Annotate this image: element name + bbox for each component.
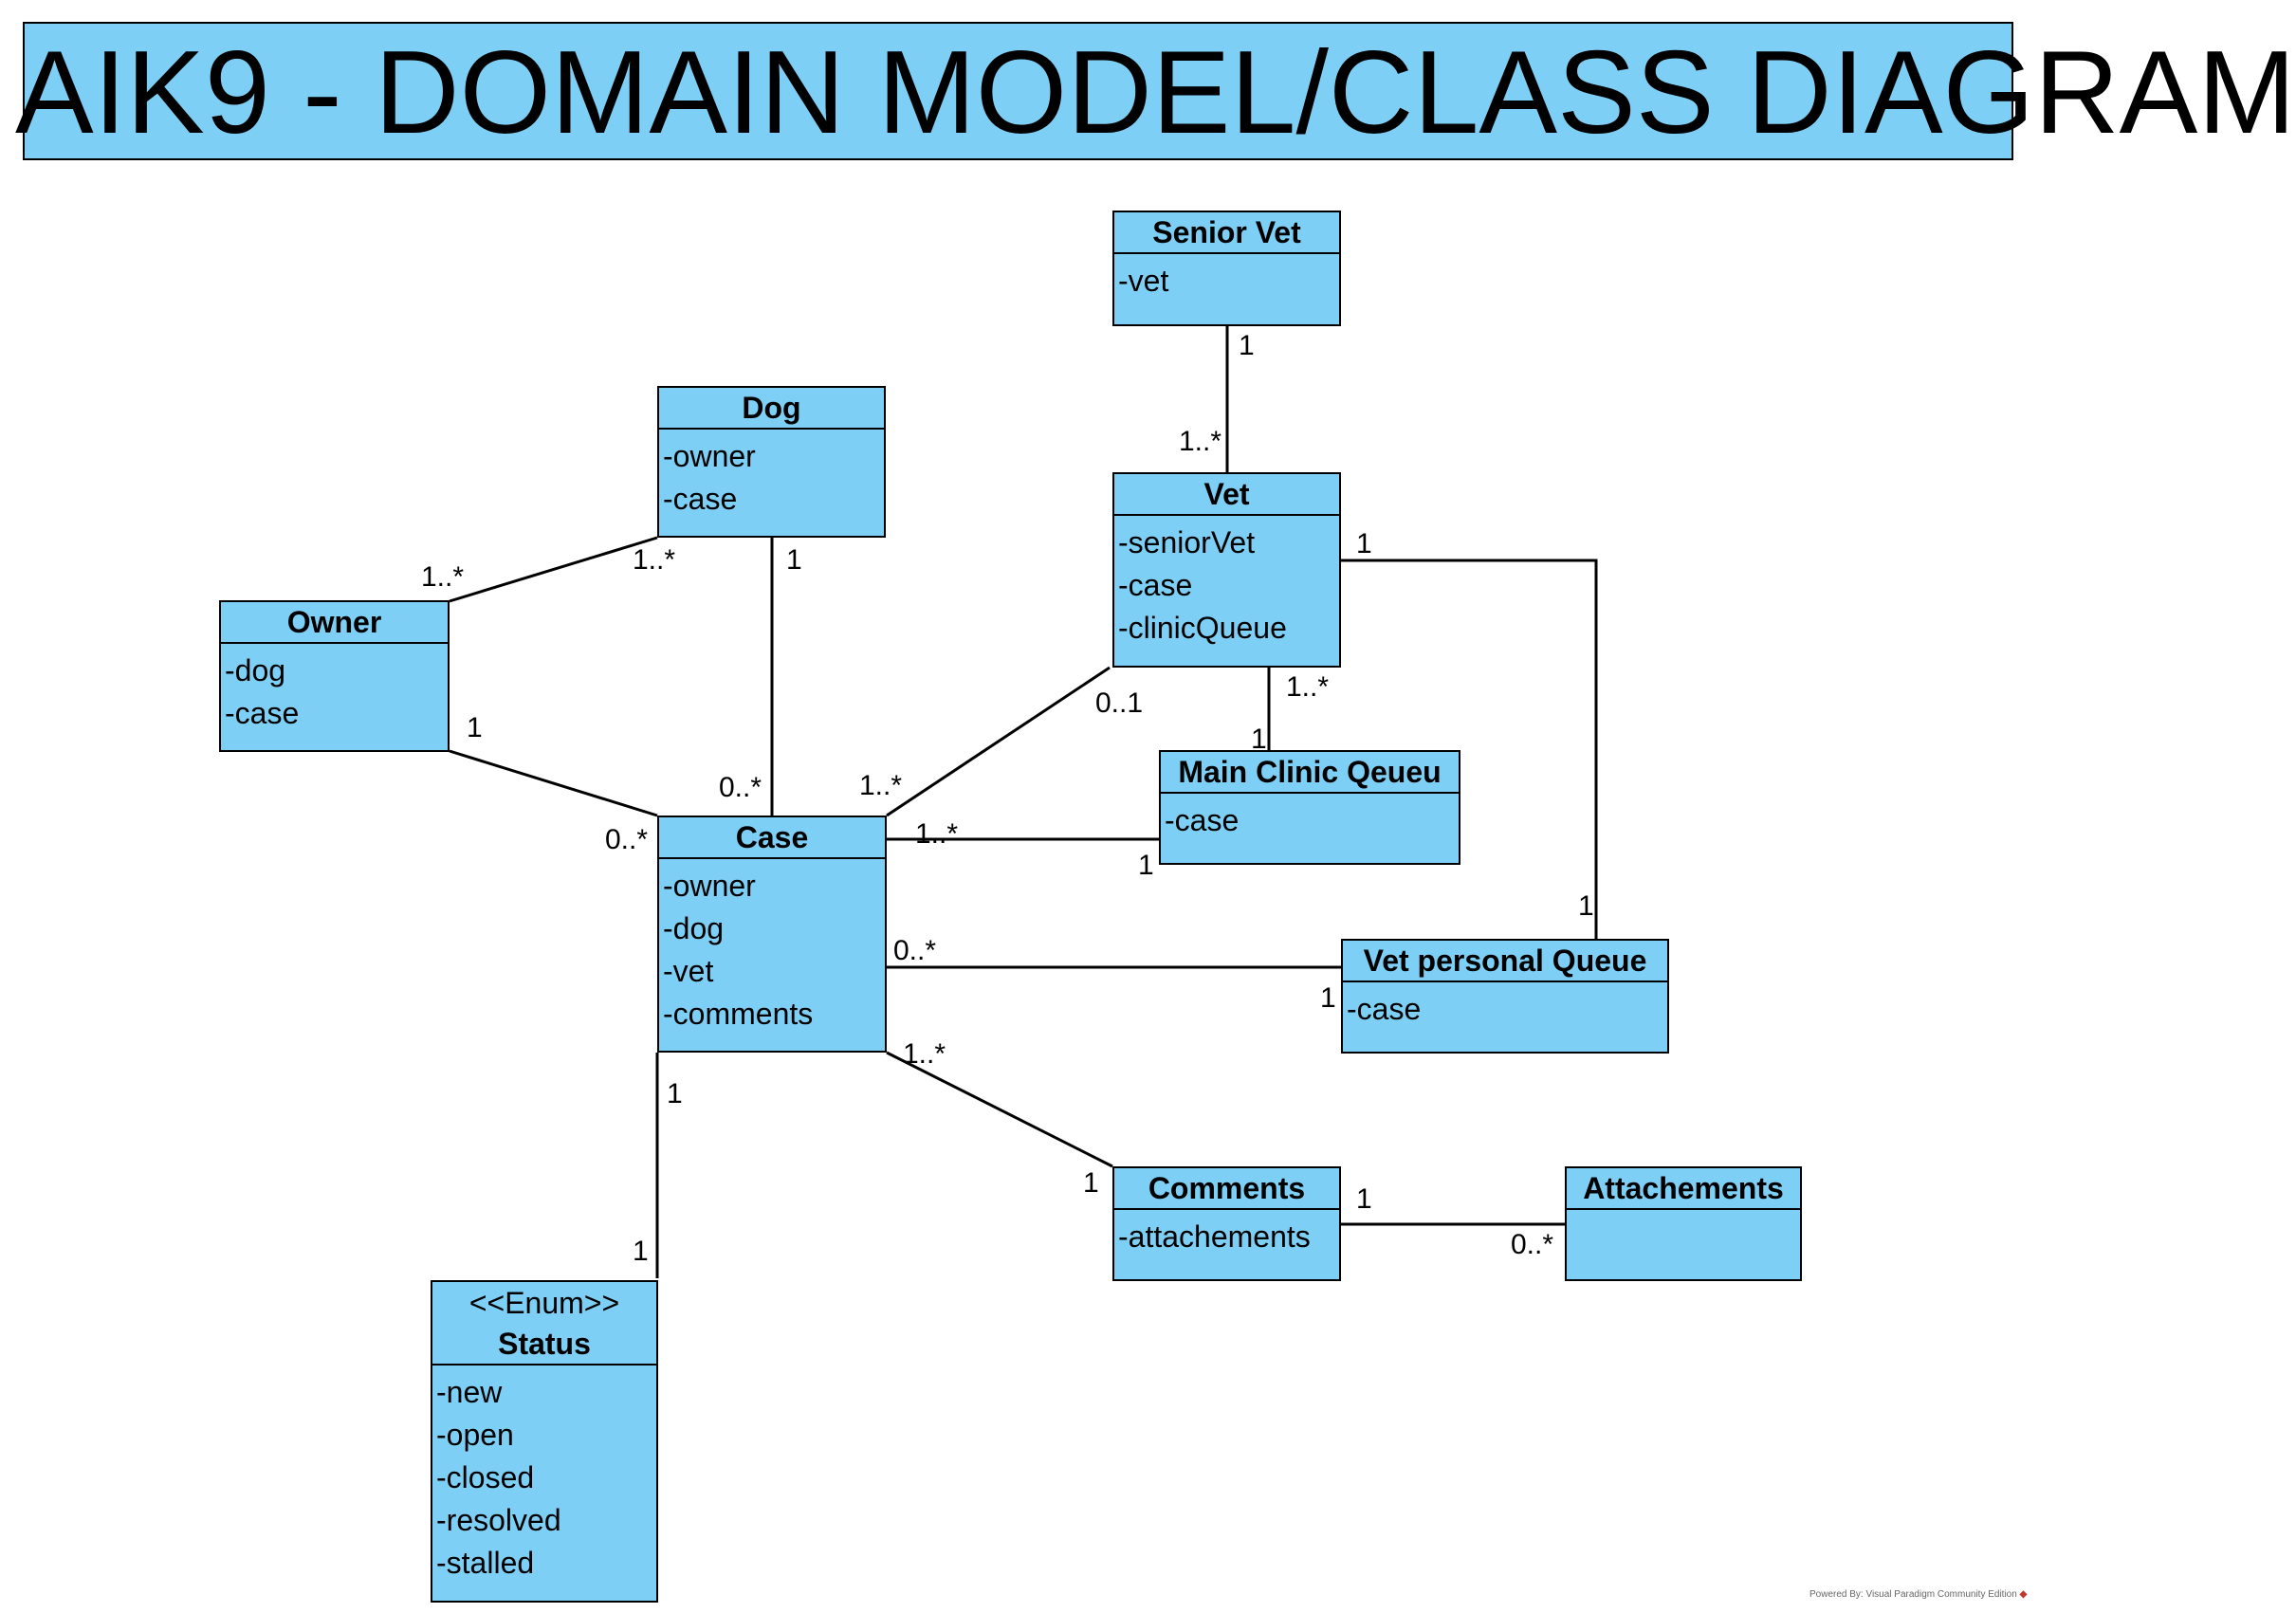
class-attribute: -comments [663,997,814,1031]
mult-case-end-personalqueue: 0..* [893,935,937,966]
class-attribute: -owner [663,439,756,473]
class-attribute: -seniorVet [1118,525,1256,559]
class-name: Main Clinic Qeueu [1161,752,1459,794]
enum-literal: -stalled [436,1546,535,1580]
assoc-vet-case [886,666,1111,817]
mult-attachements-end-comments: 0..* [1511,1229,1554,1260]
enum-literal: -resolved [436,1503,561,1537]
enum-stereotype: <<Enum>> [468,1286,620,1320]
mult-mainqueue-end-vet: 1 [1251,724,1267,755]
class-name: Case [659,817,885,859]
class-main-clinic-queue[interactable]: Main Clinic Qeueu -case [1159,750,1460,865]
mult-status-end-case: 1 [633,1236,649,1267]
mult-comments-end-attachements: 1 [1356,1183,1372,1215]
diagram-title: AIK9 - DOMAIN MODEL/CLASS DIAGRAM [15,27,2296,158]
class-owner[interactable]: Owner -dog -case [219,600,450,752]
mult-case-end-mainqueue: 1..* [915,818,959,850]
mult-case-end-status: 1 [667,1078,683,1109]
enum-literal: -new [436,1375,503,1409]
class-attribute: -attachements [1118,1219,1311,1254]
enum-literal: -open [436,1418,514,1452]
assoc-case-comments [886,1051,1113,1168]
class-name: Owner [221,602,448,644]
mult-vet-end-personalqueue: 1 [1356,528,1372,559]
class-attribute: -vet [663,954,714,988]
mult-dog-end-case: 1 [786,544,802,576]
association-lines [449,326,1598,1278]
class-name-block: <<Enum>> Status [432,1282,656,1366]
footer-text: Powered By: Visual Paradigm Community Ed… [1809,1589,2017,1600]
assoc-owner-case [449,749,658,817]
diagram-title-box: AIK9 - DOMAIN MODEL/CLASS DIAGRAM [15,22,2296,160]
powered-by-footer: Powered By: Visual Paradigm Community Ed… [1809,1589,2027,1600]
class-vet-personal-queue[interactable]: Vet personal Queue -case [1341,939,1669,1054]
mult-case-end-vet: 1..* [859,770,903,801]
class-name: Dog [659,388,884,430]
class-attribute: -clinicQueue [1118,611,1287,645]
class-attribute: -vet [1118,264,1169,298]
class-attribute: -dog [663,911,725,945]
mult-comments-end-case: 1 [1083,1167,1099,1199]
mult-case-end-dog: 0..* [719,772,762,803]
enum-literal: -closed [436,1460,535,1494]
mult-owner-end-dog: 1..* [421,561,465,593]
class-name: Status [498,1327,591,1361]
class-attribute: -case [663,482,738,516]
mult-personalqueue-end-vet: 1 [1578,890,1594,922]
class-senior-vet[interactable]: Senior Vet -vet [1112,211,1341,326]
class-attribute: -case [1118,568,1193,602]
class-dog[interactable]: Dog -owner -case [657,386,886,538]
mult-personalqueue-end-case: 1 [1320,982,1336,1014]
mult-owner-end-case: 1 [467,712,483,743]
class-attachements[interactable]: Attachements [1565,1166,1802,1281]
class-name: Attachements [1567,1168,1800,1210]
mult-vet-end-mainqueue: 1..* [1286,671,1330,703]
class-name: Vet [1114,474,1339,516]
mult-mainqueue-end-case: 1 [1138,850,1154,881]
class-name: Comments [1114,1168,1339,1210]
class-attribute: -dog [225,653,286,687]
class-attribute: -owner [663,869,756,903]
class-attribute: -case [225,696,300,730]
class-name: Senior Vet [1114,212,1339,254]
class-name: Vet personal Queue [1343,941,1667,982]
mult-vet-end-case: 0..1 [1095,687,1144,719]
mult-seniorvet-end: 1 [1239,330,1255,361]
class-case[interactable]: Case -owner -dog -vet -comments [657,816,887,1053]
mult-vet-end-from-seniorvet: 1..* [1179,426,1222,457]
mult-dog-end-owner: 1..* [633,544,676,576]
class-status-enum[interactable]: <<Enum>> Status -new -open -closed -reso… [431,1280,658,1603]
assoc-vet-personalqueue [1341,559,1598,939]
visual-paradigm-logo-icon: ◆ [2019,1589,2028,1600]
mult-case-end-owner: 0..* [605,824,649,855]
class-attribute: -case [1347,992,1422,1026]
class-comments[interactable]: Comments -attachements [1112,1166,1341,1281]
class-vet[interactable]: Vet -seniorVet -case -clinicQueue [1112,472,1341,668]
mult-case-end-comments: 1..* [903,1038,946,1070]
assoc-owner-dog [449,536,658,603]
class-attribute: -case [1165,803,1240,837]
